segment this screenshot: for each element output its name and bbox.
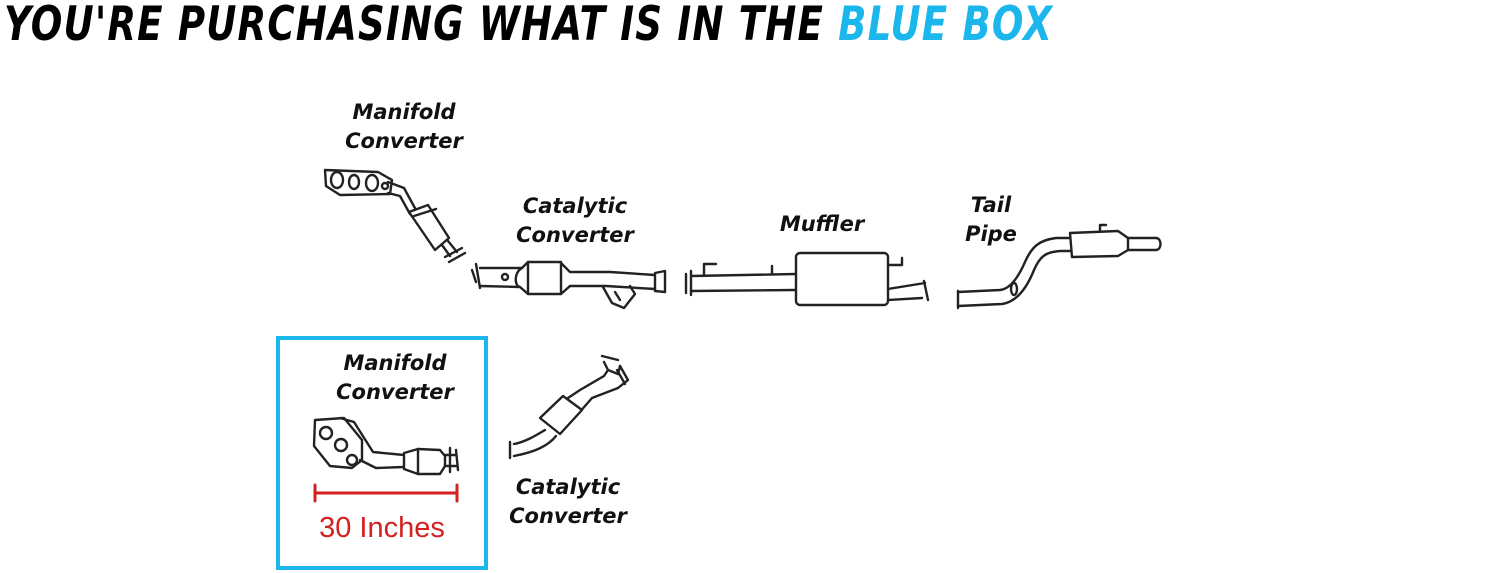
- label-catalytic-top-line2: Converter: [516, 223, 634, 247]
- label-tailpipe: Tail Pipe: [950, 191, 1032, 249]
- label-manifold-box-line2: Converter: [336, 380, 454, 404]
- catalytic-converter-top-drawing: [470, 260, 667, 310]
- muffler-drawing: [684, 251, 930, 307]
- label-manifold-top: Manifold Converter: [335, 98, 473, 156]
- label-catalytic-top: Catalytic Converter: [506, 192, 644, 250]
- label-muffler: Muffler: [762, 210, 882, 239]
- label-manifold-box: Manifold Converter: [326, 349, 464, 407]
- label-tailpipe-line2: Pipe: [965, 222, 1017, 246]
- label-manifold-top-line1: Manifold: [352, 100, 456, 124]
- blue-box-highlight: [276, 336, 488, 570]
- catalytic-converter-bottom-drawing: [508, 354, 630, 460]
- headline-prefix: YOU'RE PURCHASING WHAT IS IN THE: [4, 0, 839, 52]
- headline-highlight: BLUE BOX: [838, 0, 1054, 52]
- dimension-bar: [313, 483, 459, 503]
- label-manifold-top-line2: Converter: [345, 129, 463, 153]
- label-tailpipe-line1: Tail: [970, 193, 1012, 217]
- label-catalytic-bottom-line1: Catalytic: [515, 475, 621, 499]
- label-manifold-box-line1: Manifold: [343, 351, 447, 375]
- manifold-converter-top-drawing: [323, 168, 467, 264]
- label-catalytic-top-line1: Catalytic: [522, 194, 628, 218]
- label-catalytic-bottom: Catalytic Converter: [499, 473, 637, 531]
- manifold-converter-box-drawing: [312, 416, 460, 476]
- label-muffler-line1: Muffler: [779, 212, 865, 236]
- dimension-label: 30 Inches: [319, 512, 445, 544]
- label-catalytic-bottom-line2: Converter: [509, 504, 627, 528]
- headline: YOU'RE PURCHASING WHAT IS IN THE BLUE BO…: [4, 0, 1186, 50]
- tail-pipe-drawing: [956, 223, 1162, 310]
